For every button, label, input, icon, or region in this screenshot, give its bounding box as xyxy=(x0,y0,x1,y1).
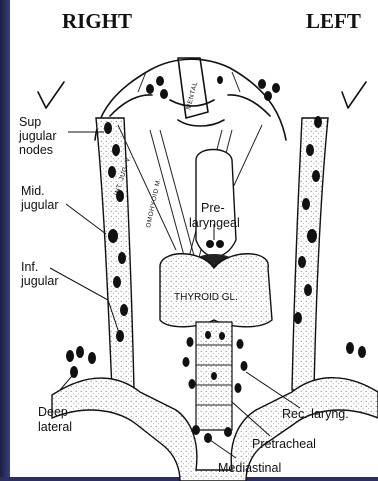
node xyxy=(241,361,248,371)
left-jugular-vein xyxy=(292,118,328,390)
node xyxy=(217,76,223,84)
node xyxy=(312,170,320,182)
node xyxy=(104,122,112,134)
label-thyroid: THYROID GL. xyxy=(174,292,238,303)
node xyxy=(307,229,317,243)
node xyxy=(358,346,366,358)
node xyxy=(216,240,224,248)
node xyxy=(187,337,194,347)
node xyxy=(204,433,212,443)
node xyxy=(88,352,96,364)
label-inf-jugular-line2: jugular xyxy=(20,274,59,288)
node xyxy=(235,383,242,393)
node xyxy=(219,332,225,340)
title-left: LEFT xyxy=(306,9,361,33)
label-sup-jugular-nodes: Sup jugular nodes xyxy=(18,115,57,157)
node xyxy=(224,427,232,437)
node xyxy=(211,372,217,380)
label-prelaryngeal-line1: Pre- xyxy=(201,201,225,215)
right-ear-mark xyxy=(38,82,64,108)
node xyxy=(314,116,322,128)
node xyxy=(206,240,214,248)
label-sup-jugular-line1: Sup xyxy=(19,115,41,129)
node xyxy=(76,346,84,358)
label-prelaryngeal-line2: laryngeal xyxy=(189,216,240,230)
label-mediastinal: Mediastinal xyxy=(218,461,281,475)
node xyxy=(294,312,302,324)
node xyxy=(108,229,118,243)
label-deep-lateral-line1: Deep xyxy=(38,405,68,419)
omohyoid-label: OMOHYOID M. xyxy=(145,177,162,228)
node xyxy=(258,79,266,89)
submental-bar: MENTAL xyxy=(170,58,214,118)
label-mid-jugular-line2: jugular xyxy=(20,198,59,212)
node xyxy=(272,83,280,93)
label-pretracheal: Pretracheal xyxy=(252,437,316,451)
label-sup-jugular-line2: jugular xyxy=(18,129,57,143)
node xyxy=(298,256,306,268)
node xyxy=(120,304,128,316)
label-sup-jugular-line3: nodes xyxy=(19,143,53,157)
node xyxy=(237,339,244,349)
node xyxy=(146,84,154,94)
node xyxy=(156,76,164,86)
left-ear-mark xyxy=(342,82,366,108)
node xyxy=(302,198,310,210)
node xyxy=(112,144,120,156)
node xyxy=(116,190,124,202)
node xyxy=(160,89,168,99)
label-deep-lateral: Deep lateral xyxy=(38,405,72,434)
hyoid xyxy=(178,120,224,126)
label-rec-laryng: Rec. laryng. xyxy=(282,407,349,421)
node xyxy=(108,166,116,178)
node xyxy=(113,276,121,288)
node xyxy=(183,357,190,367)
node xyxy=(264,91,272,101)
node xyxy=(306,144,314,156)
node xyxy=(66,350,74,362)
node xyxy=(192,425,200,435)
label-inf-jugular: Inf. jugular xyxy=(20,260,59,288)
node xyxy=(189,379,196,389)
node xyxy=(304,284,312,296)
node xyxy=(205,331,211,339)
node xyxy=(346,342,354,354)
node xyxy=(118,252,126,264)
label-mid-jugular-line1: Mid. xyxy=(21,184,45,198)
label-inf-jugular-line1: Inf. xyxy=(21,260,38,274)
label-deep-lateral-line2: lateral xyxy=(38,420,72,434)
title-right: RIGHT xyxy=(62,9,132,33)
label-mid-jugular: Mid. jugular xyxy=(20,184,59,212)
